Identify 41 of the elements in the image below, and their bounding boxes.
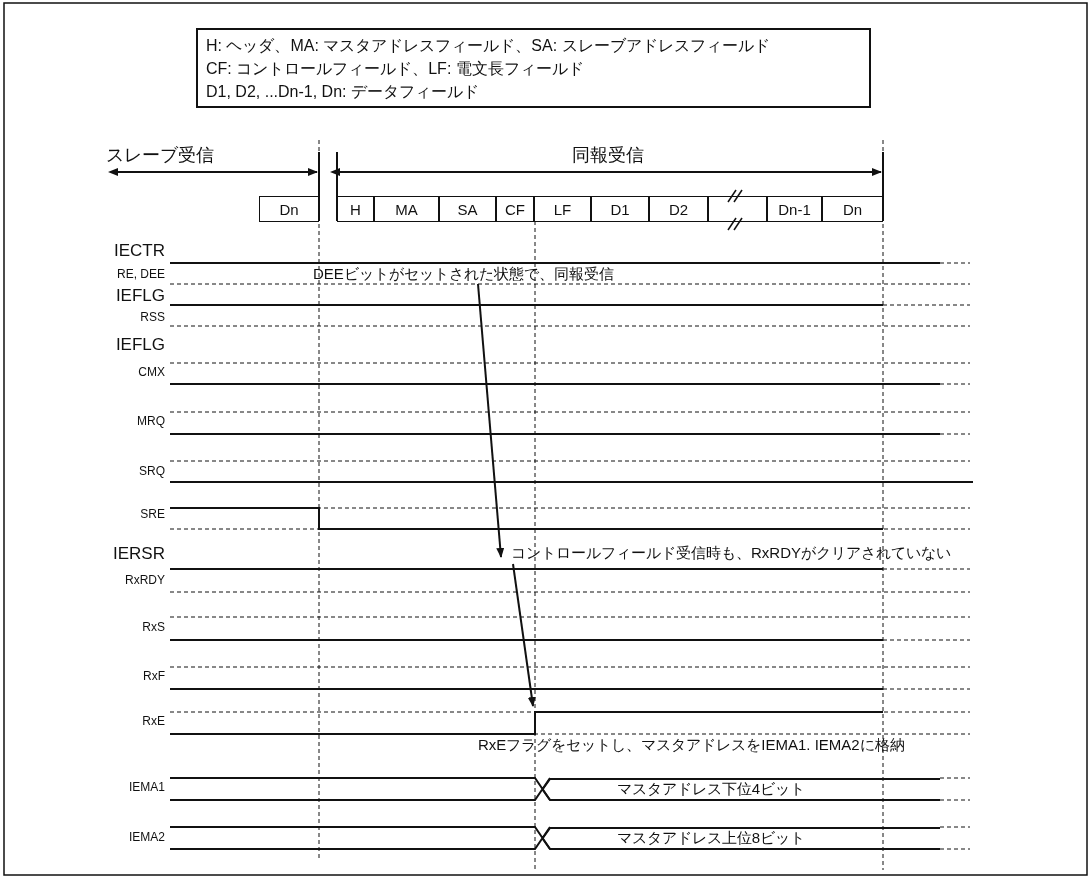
register-name: IEFLG: [115, 287, 165, 304]
field-cell: Dn: [822, 196, 883, 222]
signal-name: SRQ: [139, 465, 165, 477]
field-cell: LF: [534, 196, 591, 222]
field-cell: D2: [649, 196, 708, 222]
field-cell: MA: [374, 196, 439, 222]
annotation-text: コントロールフィールド受信時も、RxRDYがクリアされていない: [511, 544, 986, 562]
register-name: IERSR: [113, 545, 165, 562]
signal-name: RxRDY: [125, 574, 165, 586]
register-name: IECTR: [114, 242, 165, 259]
signal-name: SRE: [140, 508, 165, 520]
signal-name: RxS: [142, 621, 165, 633]
bus-segment: [542, 778, 940, 801]
field-cell: H: [337, 196, 374, 222]
legend-text: CF: コントロールフィールド、LF: 電文長フィールド: [206, 59, 585, 79]
field-cell: Dn-1: [767, 196, 822, 222]
field-cell: SA: [439, 196, 496, 222]
bus-value-text: マスタアドレス下位4ビット: [615, 780, 807, 799]
annotation-text: RxEフラグをセットし、マスタアドレスをIEMA1. IEMA2に格納: [478, 737, 905, 752]
legend-box: [196, 28, 871, 108]
arrow: [477, 283, 505, 558]
field-cell: Dn: [259, 196, 319, 222]
legend-text: H: ヘッダ、MA: マスタアドレスフィールド、SA: スレーブアドレスフィールド: [206, 36, 771, 56]
legend-text: D1, D2, ...Dn-1, Dn: データフィールド: [206, 82, 480, 102]
signal-name: CMX: [138, 366, 165, 378]
section-label: 同報受信: [572, 146, 644, 164]
section-label: スレーブ受信: [106, 146, 214, 164]
bus-segment: [542, 827, 940, 850]
annotation-text: DEEビットがセットされた状態で、同報受信: [313, 265, 643, 283]
register-name: IEFLG: [115, 336, 165, 353]
signal-name: RE, DEE: [117, 268, 165, 280]
arrow: [512, 563, 536, 707]
bus-value-text: マスタアドレス上位8ビット: [615, 829, 807, 848]
field-cell: D1: [591, 196, 649, 222]
signal-name: RxE: [142, 715, 165, 727]
signal-name: RSS: [140, 311, 165, 323]
signal-name: IEMA1: [129, 781, 165, 793]
signal-name: RxF: [143, 670, 165, 682]
field-cell: CF: [496, 196, 534, 222]
signal-name: IEMA2: [129, 831, 165, 843]
signal-name: MRQ: [137, 415, 165, 427]
